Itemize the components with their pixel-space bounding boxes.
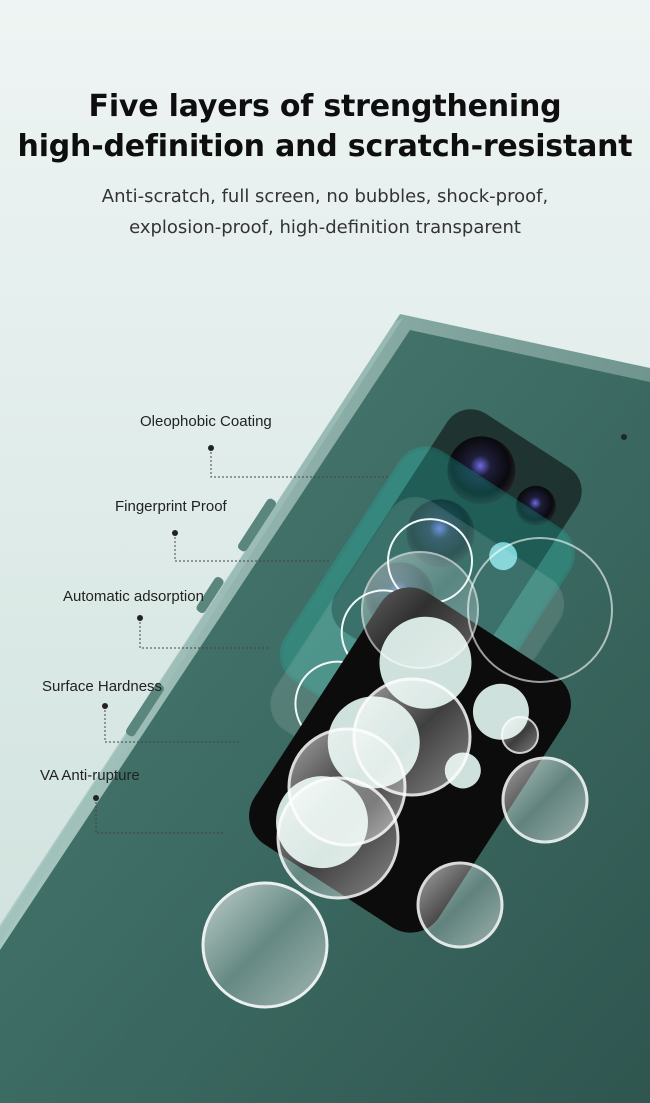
- layer-label-fingerprint-proof: Fingerprint Proof: [115, 498, 227, 515]
- layer-label-va-anti-rupture: VA Anti-rupture: [40, 767, 140, 784]
- camera-lens: [406, 499, 475, 568]
- camera-lens: [447, 436, 516, 505]
- headline-line-1: Five layers of strengthening: [88, 89, 562, 124]
- side-button: [196, 577, 224, 613]
- subheadline-line-2: explosion-proof, high-definition transpa…: [129, 217, 521, 238]
- lens-protector-glasses: [201, 537, 613, 1009]
- headline-line-2: high-definition and scratch-resistant: [17, 129, 633, 164]
- subheadline-line-1: Anti-scratch, full screen, no bubbles, s…: [101, 186, 549, 207]
- leader-dots: [93, 445, 214, 801]
- camera-lens: [515, 485, 556, 526]
- layer-label-oleophobic-coating: Oleophobic Coating: [140, 413, 272, 430]
- layer-label-surface-hardness: Surface Hardness: [42, 678, 163, 695]
- leader-lines: [95, 448, 390, 834]
- layer-label-automatic-adsorption: Automatic adsorption: [63, 588, 204, 605]
- side-button: [238, 498, 276, 552]
- camera-flash: [489, 542, 518, 571]
- side-button: [126, 683, 164, 737]
- microphone-hole: [621, 434, 627, 440]
